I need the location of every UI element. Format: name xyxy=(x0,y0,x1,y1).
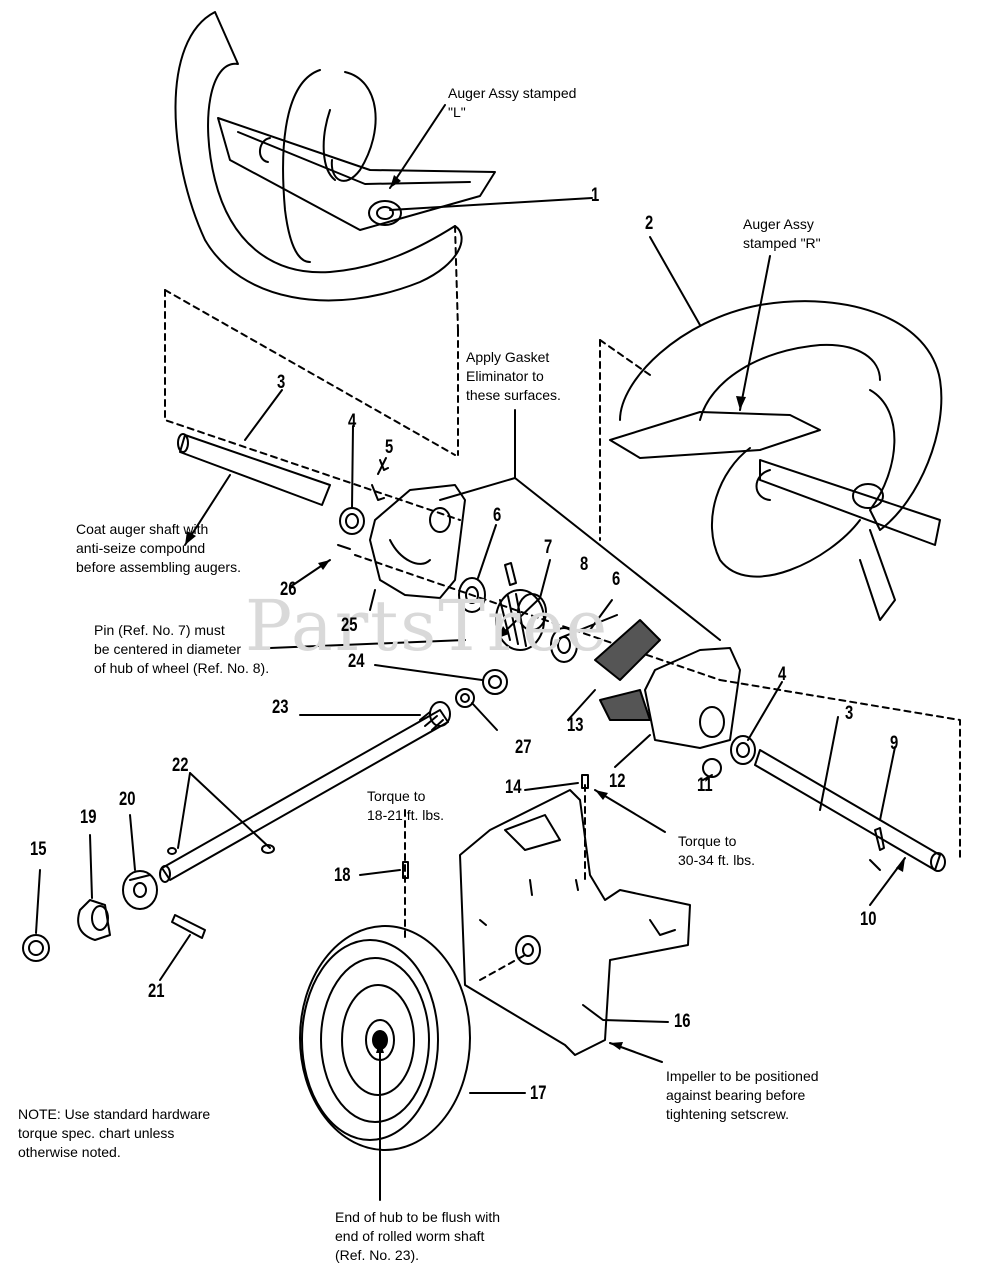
shaft-3-left xyxy=(177,433,331,506)
callout-coat-shaft: Coat auger shaft with anti-seize compoun… xyxy=(76,521,241,575)
part-number-12: 12 xyxy=(609,771,626,792)
part-number-2: 2 xyxy=(645,213,654,234)
gear-housing-12 xyxy=(644,647,741,749)
part-number-3-left: 3 xyxy=(277,372,286,393)
worm-shaft-23 xyxy=(159,701,451,883)
gear-housing-25 xyxy=(369,484,466,599)
part-number-8: 8 xyxy=(580,554,589,575)
part-number-13: 13 xyxy=(567,715,584,736)
part-number-22: 22 xyxy=(172,755,189,776)
callout-auger-l: Auger Assy stamped "L" xyxy=(448,85,577,120)
part-number-3-right: 3 xyxy=(845,703,854,724)
shaft-3-right xyxy=(754,749,946,872)
callout-torque-30-34: Torque to 30-34 ft. lbs. xyxy=(678,833,756,868)
part-number-23: 23 xyxy=(272,697,289,718)
impeller-plate-16 xyxy=(459,789,691,1056)
part-number-4-right: 4 xyxy=(778,664,787,685)
note-text: NOTE: Use standard hardware torque spec.… xyxy=(18,1106,211,1160)
part-number-19: 19 xyxy=(80,807,97,828)
callout-hub-flush: End of hub to be flush with end of rolle… xyxy=(335,1209,500,1263)
part-number-6-lower: 6 xyxy=(612,569,621,590)
left-auger-assembly xyxy=(174,11,496,331)
pulley-17 xyxy=(299,925,471,1151)
part-number-14: 14 xyxy=(505,777,522,798)
callout-gasket: Apply Gasket Eliminator to these surface… xyxy=(466,349,561,403)
part-number-7: 7 xyxy=(544,537,553,558)
part-number-11: 11 xyxy=(697,775,713,796)
part-number-26: 26 xyxy=(280,579,297,600)
part-number-5: 5 xyxy=(385,437,394,458)
part-number-24: 24 xyxy=(348,651,365,672)
part-number-18: 18 xyxy=(334,865,351,886)
part-number-9: 9 xyxy=(890,733,899,754)
right-auger-assembly xyxy=(599,300,943,621)
part-number-25: 25 xyxy=(341,615,358,636)
part-number-20: 20 xyxy=(119,789,136,810)
part-number-1: 1 xyxy=(591,185,600,206)
part-number-27: 27 xyxy=(515,737,532,758)
callout-pin-centered: Pin (Ref. No. 7) must be centered in dia… xyxy=(94,622,270,676)
part-number-4-left: 4 xyxy=(348,411,357,432)
watermark-text: PartsTree xyxy=(245,585,610,667)
callout-impeller: Impeller to be positioned against bearin… xyxy=(666,1068,819,1122)
callout-torque-18-21: Torque to 18-21 ft. lbs. xyxy=(367,788,445,823)
part-number-21: 21 xyxy=(148,981,165,1002)
part-number-15: 15 xyxy=(30,839,47,860)
callout-auger-r: Auger Assy stamped "R" xyxy=(743,216,821,251)
part-number-10: 10 xyxy=(860,909,877,930)
part-number-6-upper: 6 xyxy=(493,505,502,526)
part-number-17: 17 xyxy=(530,1083,547,1104)
part-number-16: 16 xyxy=(674,1011,691,1032)
